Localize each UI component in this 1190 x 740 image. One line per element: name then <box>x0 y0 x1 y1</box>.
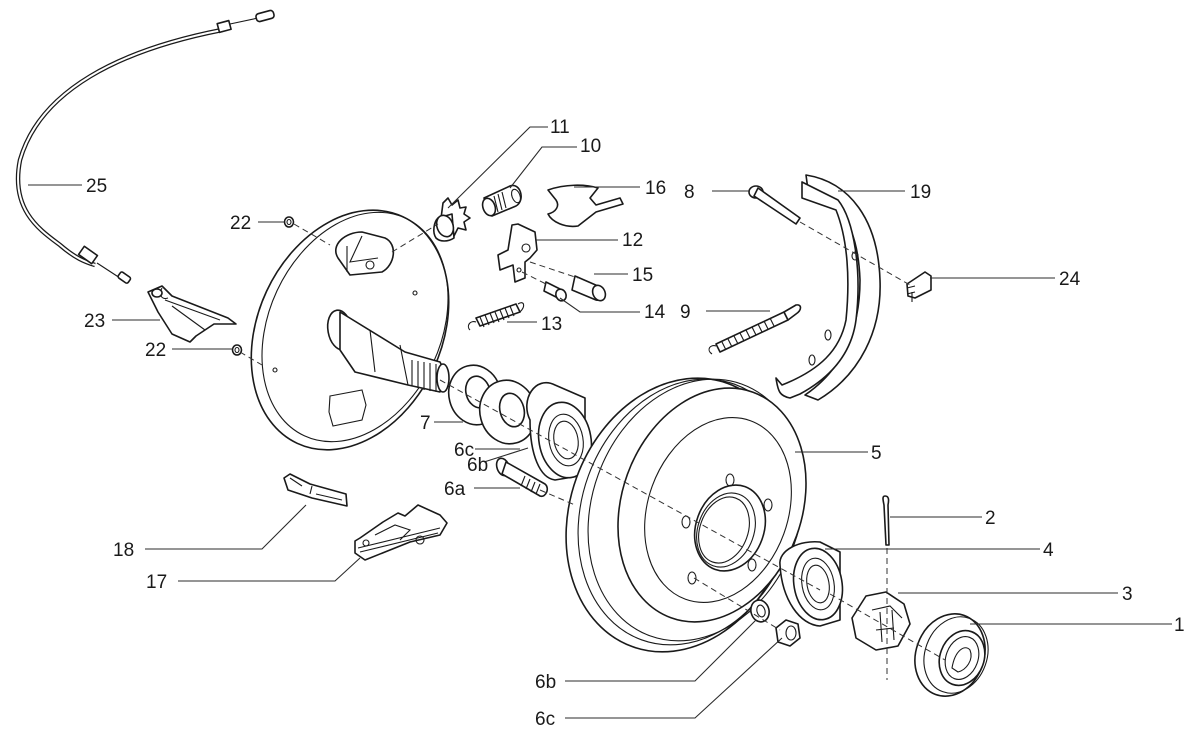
callout-22-upper: 22 <box>230 213 251 234</box>
part-7-inner-bearing <box>526 382 593 481</box>
part-22-nut-lower <box>231 344 243 356</box>
callout-1: 1 <box>1174 615 1185 636</box>
callout-9-label: 7 <box>420 413 431 434</box>
callout-6a: 6a <box>444 479 466 500</box>
callout-20: 18 <box>113 540 134 561</box>
callout-19: 17 <box>146 572 167 593</box>
part-17-pin <box>571 275 607 302</box>
part-6c-nut <box>775 619 801 647</box>
part-18-spring-clip <box>547 184 624 228</box>
part-12-adjuster-screw <box>481 184 522 217</box>
assembly-axes <box>239 221 946 680</box>
callout-7: 6b <box>467 455 488 476</box>
callout-4: 4 <box>1043 540 1054 561</box>
callout-17: 15 <box>632 265 653 286</box>
callout-2: 2 <box>985 508 996 529</box>
callout-18: 16 <box>645 178 666 199</box>
part-23-cable-yoke <box>147 285 237 343</box>
callout-labels: 25 22 23 22 11 10 16 12 15 14 13 8 19 24… <box>84 117 1185 730</box>
part-6a-wheel-stud <box>495 457 548 498</box>
part-11-shoe-spring <box>708 304 802 355</box>
part-6b-washer <box>750 599 770 623</box>
part-15-return-spring <box>467 302 525 331</box>
part-1-hub-cap <box>914 613 989 697</box>
part-5-brake-drum <box>565 377 807 653</box>
callout-21: 19 <box>910 182 931 203</box>
part-24-hold-down-clip <box>906 271 932 302</box>
part-10-hold-down-pin <box>748 185 801 225</box>
part-16-pin <box>543 281 567 302</box>
part-21-brake-shoe <box>775 174 881 401</box>
callout-6c: 6c <box>535 709 555 730</box>
part-22-nut-upper <box>283 216 295 228</box>
leader-lines <box>28 126 1172 719</box>
backing-plate <box>250 209 450 451</box>
callout-11: 9 <box>680 302 691 323</box>
callout-6b-label: 6b <box>535 672 556 693</box>
callout-8: 6c <box>454 440 474 461</box>
callout-14: 12 <box>622 230 643 251</box>
part-2-cotter-pin <box>882 495 890 546</box>
callout-16: 14 <box>644 302 666 323</box>
callout-24: 24 <box>1059 269 1081 290</box>
part-4-outer-bearing <box>779 540 844 627</box>
part-20-adjuster-lever <box>283 473 348 507</box>
callout-15: 13 <box>541 314 562 335</box>
callout-10: 8 <box>684 182 695 203</box>
part-25-brake-cable <box>15 9 275 284</box>
callout-13: 11 <box>550 117 570 138</box>
callout-23: 23 <box>84 311 105 332</box>
callout-12: 10 <box>580 136 601 157</box>
part-8-washer <box>478 379 538 445</box>
callout-5: 5 <box>871 443 882 464</box>
callout-25: 25 <box>86 176 107 197</box>
part-14-lever <box>497 223 538 283</box>
part-19-lever-assembly <box>354 504 448 561</box>
callout-3: 3 <box>1122 584 1133 605</box>
part-13-adjuster-star-wheel <box>433 197 471 242</box>
callout-22-lower: 22 <box>145 340 166 361</box>
part-3-castle-nut <box>851 591 911 651</box>
